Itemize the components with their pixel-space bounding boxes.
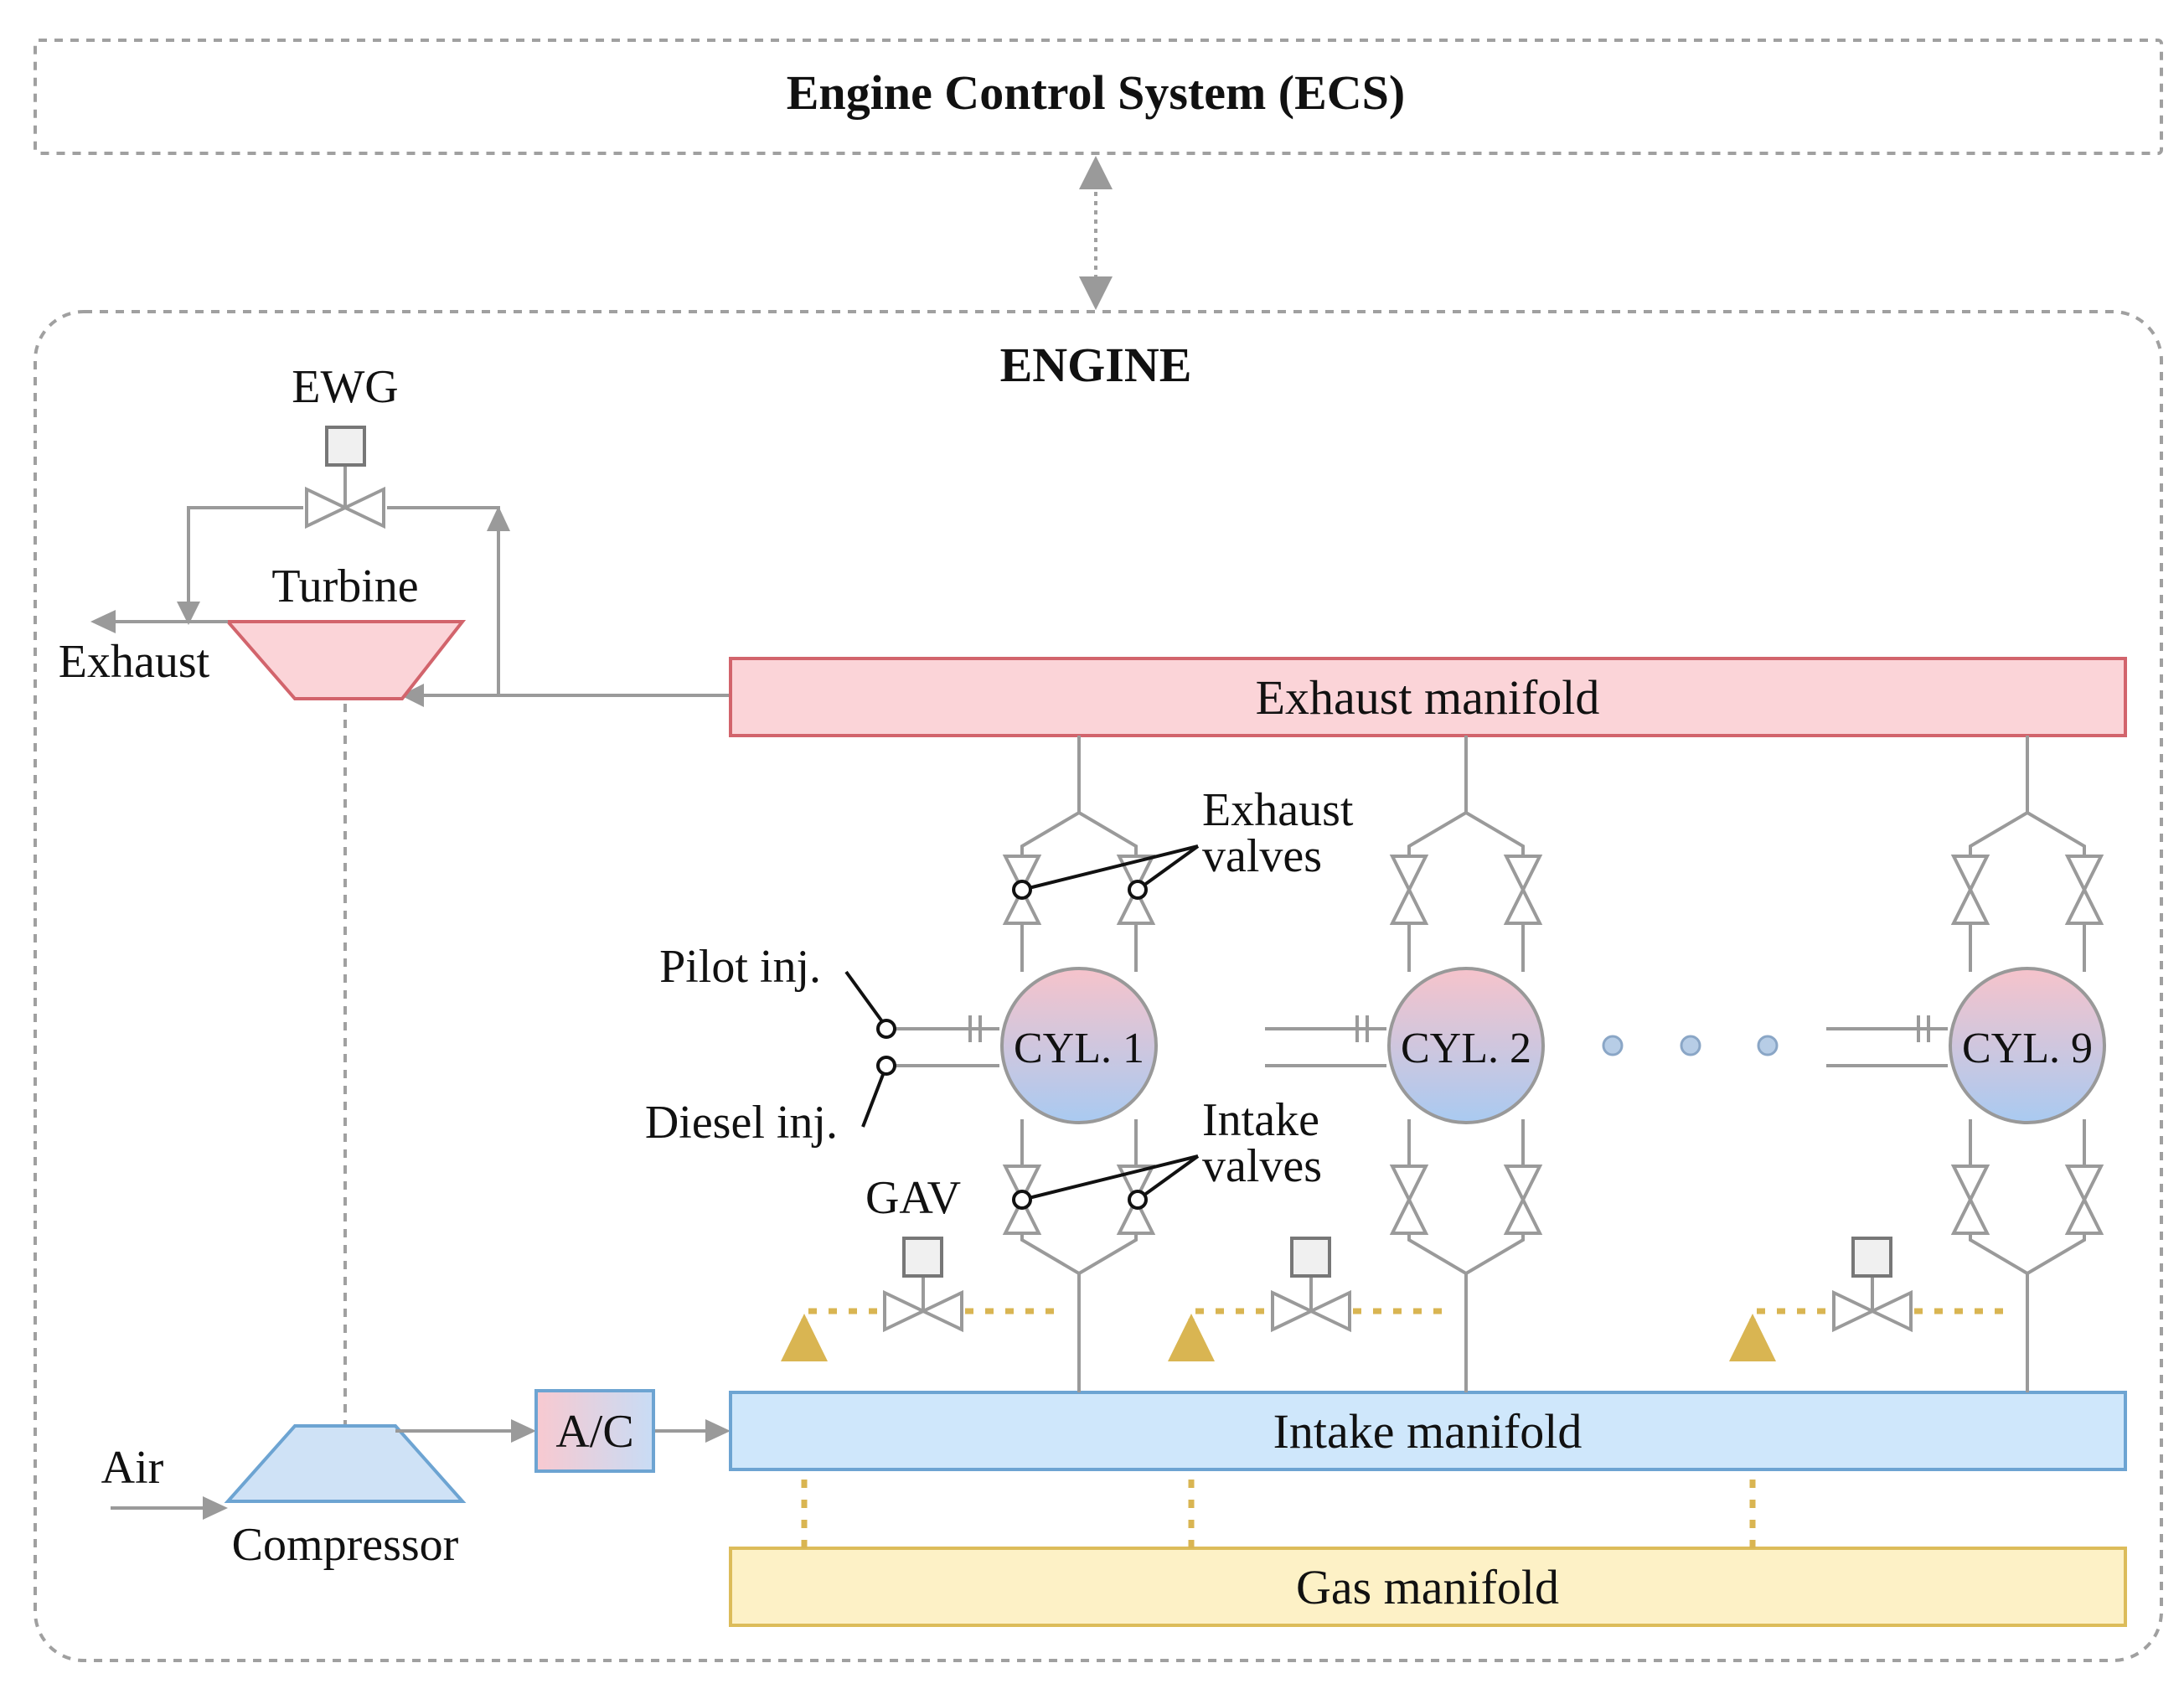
gas-admission-paths bbox=[781, 1237, 2011, 1548]
intake-manifold-label: Intake manifold bbox=[1273, 1404, 1582, 1459]
air-label: Air bbox=[101, 1442, 164, 1494]
gas-manifold-label: Gas manifold bbox=[1296, 1560, 1559, 1614]
gas-manifold: Gas manifold bbox=[729, 1547, 2127, 1627]
intake-valves-label-2: valves bbox=[1202, 1140, 1322, 1192]
compressor: Compressor bbox=[224, 1424, 467, 1571]
gav-actuator bbox=[1290, 1237, 1331, 1278]
exhaust-valve bbox=[2064, 855, 2104, 925]
wastegate-loop bbox=[177, 506, 731, 707]
ecs-box: Engine Control System (ECS) bbox=[34, 39, 2163, 155]
cylinder-unit-1: CYL. 1 bbox=[878, 736, 1158, 1392]
pilot-injector-callout: Pilot inj. bbox=[659, 941, 896, 1039]
cylinder-label: CYL. 2 bbox=[1401, 1025, 1531, 1072]
intake-valve bbox=[1389, 1165, 1429, 1235]
gav-actuator bbox=[1851, 1237, 1892, 1278]
diesel-inj-label: Diesel inj. bbox=[645, 1097, 838, 1149]
exhaust-valve bbox=[1950, 855, 1990, 925]
intake-valves-callout: Intake valves bbox=[1012, 1094, 1322, 1210]
gas-admission-1 bbox=[781, 1237, 1061, 1548]
exhaust-valves-label-1: Exhaust bbox=[1202, 784, 1354, 836]
intake-valve bbox=[1950, 1165, 1990, 1235]
exhaust-label: Exhaust bbox=[59, 636, 210, 688]
cylinder bbox=[1387, 967, 1545, 1124]
compressor-label: Compressor bbox=[232, 1519, 459, 1571]
ewg-valve: EWG bbox=[292, 361, 399, 529]
ecs-label: Engine Control System (ECS) bbox=[787, 65, 1405, 120]
cylinder-unit-9: CYL. 9 bbox=[1826, 736, 2106, 1392]
exhaust-outlet: Exhaust bbox=[59, 610, 228, 688]
cylinder-label: CYL. 9 bbox=[1962, 1025, 2093, 1072]
exhaust-manifold: Exhaust manifold bbox=[729, 657, 2127, 737]
turbine-label: Turbine bbox=[271, 560, 418, 612]
exhaust-manifold-label: Exhaust manifold bbox=[1256, 670, 1600, 725]
gav-actuator bbox=[902, 1237, 943, 1278]
intake-valve bbox=[2064, 1165, 2104, 1235]
diesel-injector-callout: Diesel inj. bbox=[645, 1056, 896, 1149]
exhaust-valves-label-2: valves bbox=[1202, 830, 1322, 882]
pilot-inj-label: Pilot inj. bbox=[659, 941, 821, 993]
ecs-engine-link bbox=[1079, 156, 1113, 310]
gas-admission-3 bbox=[1729, 1237, 2011, 1548]
cylinder bbox=[1000, 967, 1158, 1124]
intake-manifold: Intake manifold bbox=[729, 1391, 2127, 1471]
charge-air-path bbox=[395, 1419, 731, 1443]
exhaust-valves-callout: Exhaust valves bbox=[1012, 784, 1354, 900]
air-inlet: Air bbox=[101, 1442, 228, 1520]
engine-label: ENGINE bbox=[1000, 338, 1192, 392]
exhaust-valve bbox=[1389, 855, 1429, 925]
engine-box: ENGINE bbox=[34, 310, 2163, 1662]
aftercooler: A/C bbox=[534, 1389, 655, 1473]
cylinder-unit-2: CYL. 2 bbox=[1265, 736, 1545, 1392]
ewg-actuator bbox=[325, 426, 366, 467]
intake-valve bbox=[1503, 1165, 1543, 1235]
cylinder-ellipsis bbox=[1602, 1035, 1779, 1056]
ewg-label: EWG bbox=[292, 361, 399, 413]
ac-label: A/C bbox=[555, 1406, 633, 1458]
intake-valve bbox=[1002, 1165, 1042, 1235]
exhaust-valve bbox=[1002, 855, 1042, 925]
cylinder-label: CYL. 1 bbox=[1014, 1025, 1144, 1072]
exhaust-valve bbox=[1503, 855, 1543, 925]
gas-admission-2 bbox=[1168, 1237, 1449, 1548]
gav-label: GAV bbox=[865, 1172, 961, 1224]
intake-valves-label-1: Intake bbox=[1202, 1094, 1319, 1146]
turbine: Turbine bbox=[224, 560, 467, 700]
cylinder bbox=[1949, 967, 2106, 1124]
